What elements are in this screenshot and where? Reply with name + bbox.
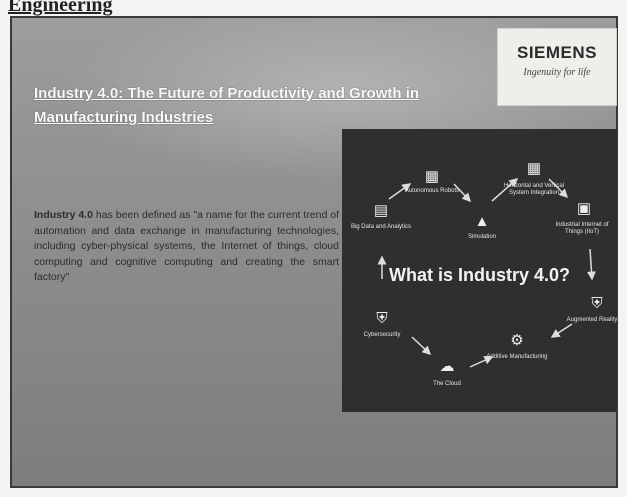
node-integration-label: Horizontal and Vertical System Integrati… [503, 183, 565, 196]
diagram-center-title: What is Industry 4.0? [388, 265, 571, 285]
node-cybersecurity-label: Cybersecurity [363, 332, 401, 338]
slide-body-text: Industry 4.0 has been defined as "a name… [34, 208, 339, 286]
node-iiot-label: Industrial Internet of Things (IIoT) [555, 222, 609, 235]
industry-4-diagram: What is Industry 4.0? ▤ Big Data and Ana… [342, 129, 617, 412]
robot-arm-icon: ⚙ [510, 332, 524, 349]
node-robots-label: Autonomous Robots [404, 188, 460, 194]
cloud-icon: ☁ [439, 358, 455, 375]
arrow-4 [548, 178, 569, 199]
arrow-6 [550, 323, 573, 338]
diagram-arrows [377, 178, 596, 368]
iot-device-icon: ▣ [576, 200, 592, 217]
arrow-3 [491, 178, 519, 202]
logo-name: SIEMENS [516, 43, 598, 62]
scanned-slide: SIEMENS Ingenuity for life Industry 4.0:… [10, 16, 618, 488]
node-simulation-label: Simulation [467, 234, 496, 240]
shield-icon: ⛨ [591, 295, 603, 312]
node-ar-label: Augmented Reality [566, 317, 618, 323]
arrow-8 [411, 336, 432, 356]
node-big-data-label: Big Data and Analytics [350, 224, 412, 230]
arrow-7 [469, 356, 494, 368]
server-grid-icon: ▦ [526, 160, 542, 177]
arrow-1 [388, 183, 412, 200]
logo-tagline: Ingenuity for life [523, 67, 591, 78]
robot-icon: ▦ [424, 168, 440, 185]
node-cloud-label: The Cloud [433, 381, 461, 387]
arrow-2 [453, 183, 472, 203]
page-header-fragment: Engineering [8, 0, 113, 16]
simulation-icon: ▲ [474, 213, 490, 230]
bar-chart-icon: ▤ [373, 202, 389, 219]
siemens-logo: SIEMENS Ingenuity for life [497, 28, 617, 106]
slide-title: Industry 4.0: The Future of Productivity… [34, 85, 420, 126]
body-lead: Industry 4.0 [34, 209, 93, 221]
body-rest: has been defined as "a name for the curr… [34, 209, 340, 283]
node-additive-label: Additive Manufacturing [486, 354, 548, 360]
lock-shield-icon: ⛨ [376, 310, 388, 327]
arrow-5 [587, 248, 596, 281]
